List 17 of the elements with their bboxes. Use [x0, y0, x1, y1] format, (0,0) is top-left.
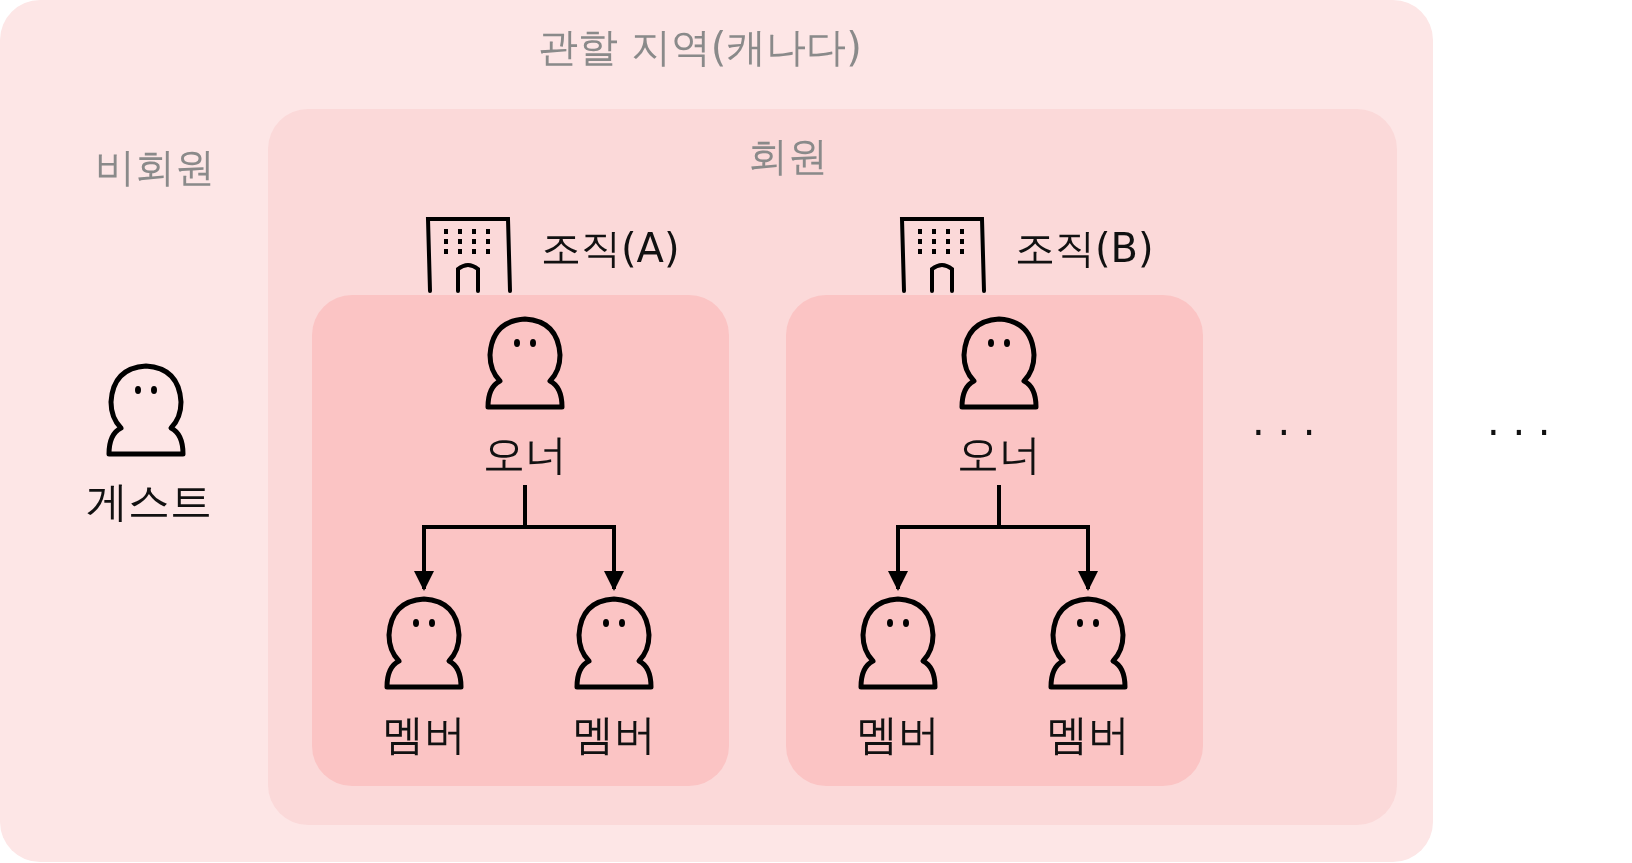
- region-panel: [0, 0, 1433, 862]
- arrow: [523, 485, 624, 591]
- role-label: 오너: [956, 429, 1042, 481]
- role-label: 멤버: [855, 709, 941, 761]
- region-title: 회원: [748, 132, 828, 181]
- role-label: 오너: [482, 429, 568, 481]
- section-title: 비회원: [95, 143, 215, 192]
- arrow: [997, 485, 1098, 591]
- organization-name: 조직(B): [1015, 224, 1154, 273]
- region-panel: [268, 109, 1397, 825]
- ellipsis: · · ·: [1252, 410, 1316, 456]
- role-label: 멤버: [1045, 709, 1131, 761]
- organization-name: 조직(A): [541, 224, 680, 273]
- ellipsis: · · ·: [1487, 410, 1551, 456]
- region-title: 관할 지역(캐나다): [538, 23, 862, 72]
- role-label: 멤버: [571, 709, 657, 761]
- role-label: 멤버: [381, 709, 467, 761]
